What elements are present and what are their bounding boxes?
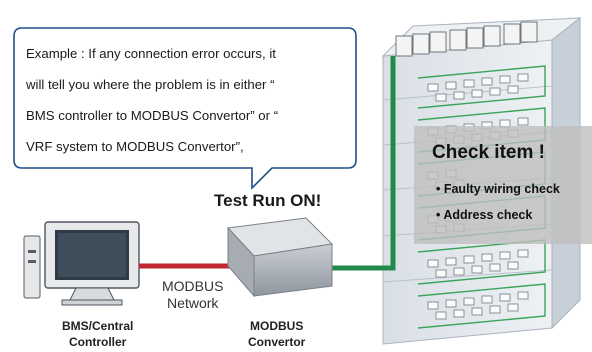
outdoor-units xyxy=(395,21,538,57)
modbus-convertor-illustration xyxy=(226,217,334,298)
test-run-label: Test Run ON! xyxy=(214,191,322,210)
network-label: MODBUS Network xyxy=(162,278,223,312)
bms-label-line: BMS/Central xyxy=(62,319,134,333)
bms-label-line: Controller xyxy=(69,335,127,349)
network-label-line: MODBUS xyxy=(162,278,224,294)
callout-bubble xyxy=(13,27,357,190)
convertor-label-line: MODBUS xyxy=(250,319,304,333)
bms-controller-label: BMS/Central Controller xyxy=(62,318,133,350)
check-item: • Faulty wiring check xyxy=(436,182,560,196)
check-item: • Address check xyxy=(436,208,533,222)
callout-text: Example : If any connection error occurs… xyxy=(26,38,344,162)
check-item-title: Check item ! xyxy=(432,142,545,163)
callout-line: Example : If any connection error occurs… xyxy=(26,46,276,61)
bms-controller-illustration xyxy=(23,221,140,306)
check-item-panel: Check item ! • Faulty wiring check • Add… xyxy=(414,126,592,244)
callout-line: will tell you where the problem is in ei… xyxy=(26,77,275,92)
callout-line: BMS controller to MODBUS Convertor” or “ xyxy=(26,108,279,123)
network-label-line: Network xyxy=(167,295,219,311)
convertor-label-line: Convertor xyxy=(248,335,306,349)
modbus-convertor-label: MODBUS Convertor xyxy=(248,318,305,350)
vrf-modbus-link xyxy=(326,56,396,271)
callout-line: VRF system to MODBUS Convertor”, xyxy=(26,139,244,154)
